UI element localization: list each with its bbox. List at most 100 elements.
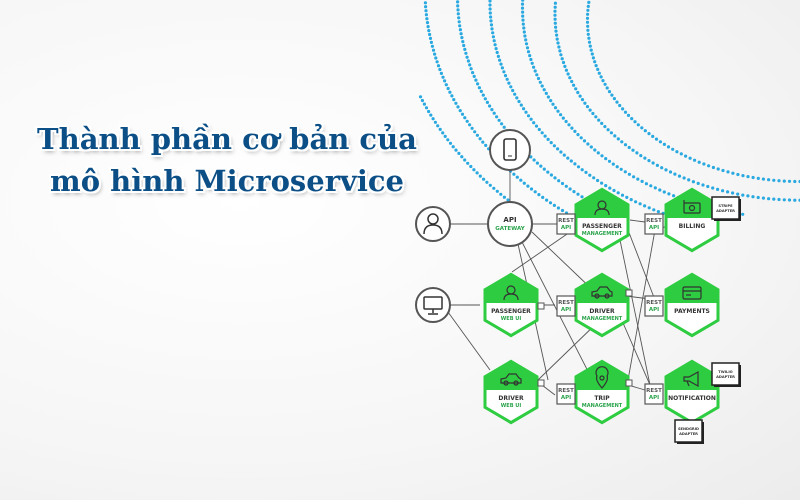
decor-dot [589, 48, 593, 52]
decor-dot [587, 40, 592, 44]
api-gateway[interactable]: API GATEWAY [487, 201, 533, 247]
decor-dot [600, 154, 604, 158]
decor-dot [475, 171, 479, 175]
decor-dot [654, 137, 659, 141]
decor-dot [552, 203, 557, 207]
decor-dot [559, 150, 563, 154]
service-sublabel: MANAGEMENT [582, 316, 623, 322]
decor-dot [441, 75, 445, 79]
decor-dot [591, 56, 596, 60]
decor-dot [594, 115, 598, 119]
decor-dot [535, 161, 540, 165]
decor-dot [591, 111, 595, 116]
adapter-line2: ADAPTER [716, 209, 735, 213]
decor-dot [456, 105, 460, 109]
decor-dot [691, 180, 696, 184]
decor-dot [418, 95, 423, 99]
decor-dot [429, 113, 433, 117]
decor-dot [424, 106, 429, 110]
decor-dot [658, 140, 663, 144]
decor-dot [490, 27, 494, 31]
decor-dot [549, 173, 554, 177]
service-billing[interactable]: BILLING [664, 187, 720, 253]
decor-dot [553, 21, 557, 25]
decor-dot [521, 22, 525, 26]
decor-dot [457, 151, 461, 155]
connector-port [625, 379, 633, 387]
decor-dot [534, 124, 539, 128]
decor-dot [460, 155, 464, 159]
hexagon-header [485, 361, 537, 390]
decor-dot [485, 180, 489, 184]
decor-dot [500, 122, 504, 126]
decor-dot [596, 178, 600, 183]
rest-api-line1: REST [558, 388, 574, 394]
decor-dot [428, 36, 433, 41]
decor-dot [640, 179, 644, 183]
decor-dot [688, 156, 692, 160]
decor-dot [492, 186, 496, 190]
service-notification[interactable]: NOTIFICATION [664, 359, 720, 425]
decor-dot [443, 134, 447, 138]
decor-dot [671, 147, 675, 151]
decor-dot [631, 148, 635, 152]
decor-dot [528, 54, 532, 58]
decor-dot [687, 178, 691, 182]
decor-dot [593, 60, 597, 64]
decor-dot [505, 77, 509, 81]
decor-dot [439, 71, 443, 75]
rest-api-line1: REST [558, 300, 574, 306]
decor-dot [456, 0, 460, 4]
hexagon-header [576, 189, 628, 218]
decor-dot [488, 0, 492, 3]
decor-dot [533, 69, 537, 73]
decor-dot [491, 31, 495, 35]
decor-dot [481, 93, 485, 97]
decor-dot [511, 88, 515, 93]
decor-dot [446, 86, 450, 91]
decor-dot [782, 198, 786, 202]
decor-dot [587, 0, 591, 4]
decor-dot [652, 208, 656, 212]
decor-dot [564, 184, 568, 188]
decor-dot [488, 3, 492, 7]
decor-dot [613, 134, 617, 138]
decor-dot [509, 85, 513, 89]
api-gateway-sublabel: GATEWAY [495, 226, 525, 232]
decor-dot [580, 168, 584, 172]
decor-dot [623, 143, 628, 147]
decor-dot [612, 97, 617, 101]
decor-dot [651, 134, 655, 138]
decor-dot [503, 74, 508, 78]
decor-dot [590, 52, 594, 56]
decor-dot [731, 171, 735, 175]
decor-dot [621, 107, 625, 111]
adapter-line1: SENDGRID [678, 427, 699, 431]
decor-dot [588, 173, 592, 177]
service-payments[interactable]: PAYMENTS [664, 272, 720, 338]
decor-dot [639, 154, 643, 158]
decor-dot [461, 40, 465, 44]
decor-dot [567, 123, 571, 127]
service-label: NOTIFICATION [668, 395, 716, 402]
decor-dot [596, 151, 600, 155]
decor-dot [495, 115, 499, 119]
decor-dot [490, 108, 494, 112]
client-mobile [489, 129, 531, 171]
decor-dot [533, 190, 537, 194]
decor-dot [532, 65, 536, 69]
decor-dot [589, 145, 593, 149]
decor-dot [564, 68, 569, 72]
connector-port [625, 289, 633, 297]
decor-dot [721, 189, 725, 193]
decor-dot [576, 165, 581, 169]
